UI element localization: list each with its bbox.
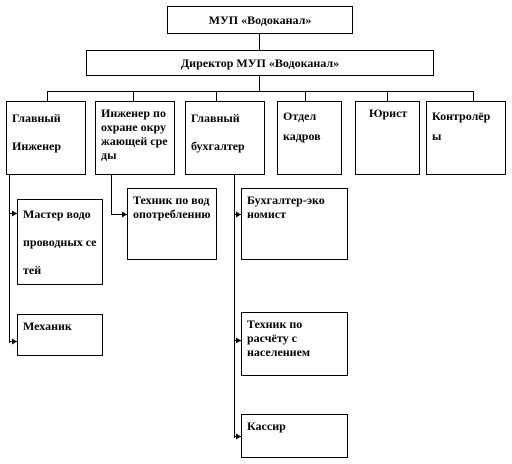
node-water-master: Мастер водопроводных сетей	[17, 199, 103, 285]
settlement-tech-label: Техник по расчёту с населением	[247, 317, 311, 359]
cashier-label: Кассир	[247, 419, 286, 433]
dept-hr: Отдел кадров	[277, 101, 342, 175]
dept-hr-label: Отдел кадров	[283, 109, 321, 143]
dept-eco-engineer: Инженер по охране окружающей среды	[95, 101, 175, 175]
dept-lawyer: Юрист	[355, 101, 420, 175]
arrow-accountant-economist	[236, 211, 241, 218]
arrow-cashier	[236, 433, 241, 440]
water-master-label: Мастер водопроводных сетей	[23, 207, 97, 277]
node-accountant-economist: Бухгалтер-экономист	[241, 188, 348, 260]
dept-chief-accountant-label: Главный бухгалтер	[191, 111, 245, 153]
water-tech-label: Техник по водопотреблению	[133, 193, 211, 221]
dept-controllers: Контролёры	[426, 101, 506, 175]
director-node: Директор МУП «Водоканал»	[86, 50, 434, 76]
mechanic-label: Механик	[23, 319, 72, 333]
arrow-water-tech	[122, 211, 127, 218]
node-water-tech: Техник по водопотреблению	[127, 188, 217, 260]
arrow-settlement-tech	[236, 337, 241, 344]
dept-lawyer-label: Юрист	[369, 106, 408, 120]
dept-chief-engineer: Главный Инженер	[6, 101, 86, 175]
dept-controllers-label: Контролёры	[432, 109, 491, 143]
node-mechanic: Механик	[17, 314, 103, 356]
root-label: МУП «Водоканал»	[208, 12, 312, 27]
dept-eco-engineer-label: Инженер по охране окружающей среды	[101, 106, 168, 162]
arrow-water-master	[12, 210, 17, 217]
dept-chief-engineer-label: Главный Инженер	[12, 111, 62, 153]
accountant-economist-label: Бухгалтер-экономист	[247, 193, 325, 221]
dept-chief-accountant: Главный бухгалтер	[185, 101, 265, 175]
root-node: МУП «Водоканал»	[167, 6, 353, 34]
arrow-mechanic	[12, 338, 17, 345]
director-label: Директор МУП «Водоканал»	[180, 55, 340, 70]
node-settlement-tech: Техник по расчёту с населением	[241, 312, 348, 376]
node-cashier: Кассир	[241, 414, 348, 458]
